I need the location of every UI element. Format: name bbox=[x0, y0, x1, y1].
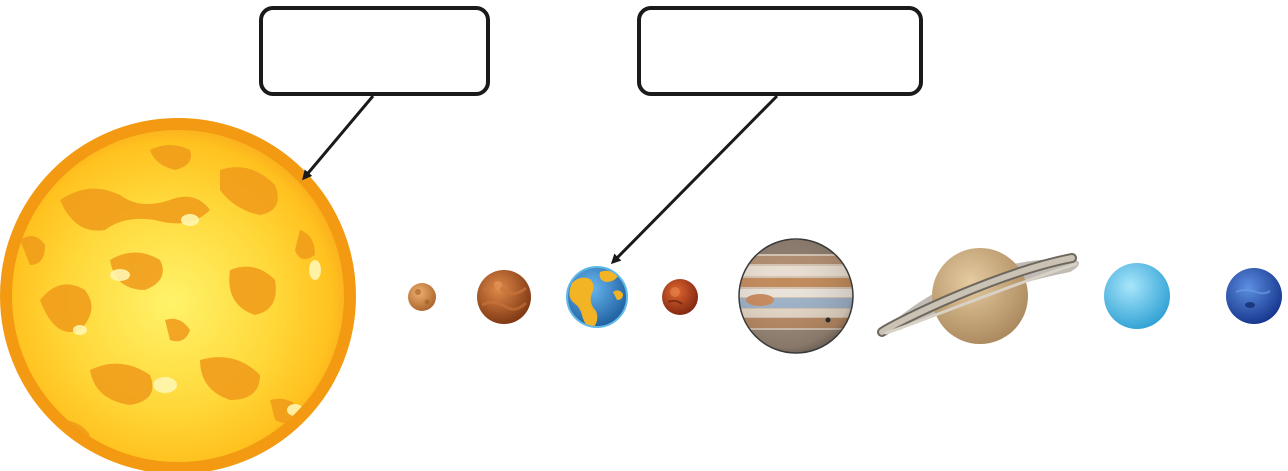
uranus-icon bbox=[1104, 263, 1170, 329]
sun-label-box[interactable] bbox=[259, 6, 490, 96]
mars-icon bbox=[662, 279, 698, 315]
jupiter-icon bbox=[738, 238, 854, 354]
neptune-icon bbox=[1226, 268, 1282, 324]
sun-label-callout bbox=[259, 6, 490, 181]
earth-arrow bbox=[610, 94, 779, 265]
mercury-icon bbox=[408, 283, 436, 311]
saturn-icon bbox=[877, 248, 1079, 344]
venus-icon bbox=[477, 270, 531, 324]
earth-label-box[interactable] bbox=[637, 6, 923, 96]
earth-label-callout bbox=[610, 6, 923, 265]
sun-arrow bbox=[302, 95, 375, 181]
sun-icon bbox=[0, 118, 356, 471]
earth-icon bbox=[566, 266, 628, 328]
